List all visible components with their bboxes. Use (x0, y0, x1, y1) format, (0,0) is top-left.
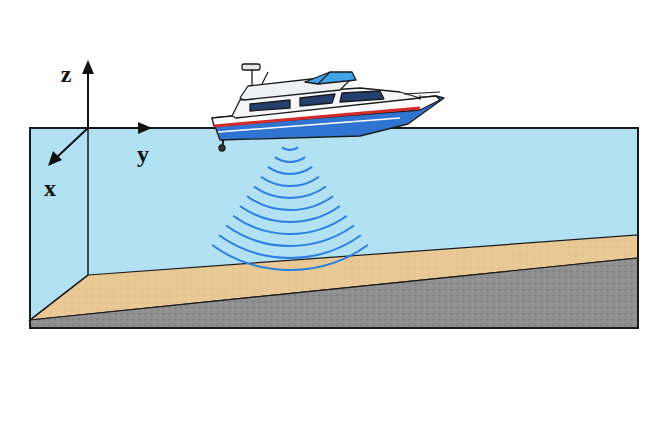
axis-label: y (137, 142, 149, 166)
sonar-arc (282, 147, 298, 150)
boat (212, 64, 444, 151)
sonar-arc (254, 186, 326, 198)
sonar-arc (261, 177, 319, 186)
sonar-arc (226, 226, 354, 246)
axes (48, 60, 152, 166)
tank-outline (30, 128, 638, 328)
sonar-arc (219, 235, 361, 258)
sonar-arc (240, 206, 340, 222)
sonar-arc (268, 167, 312, 174)
rock-layer (30, 258, 638, 328)
sonar-arc (233, 216, 347, 234)
back-edge (87, 128, 89, 275)
axis-label: z (61, 62, 72, 86)
sonar-waves (212, 147, 368, 270)
sonar-arc (275, 157, 305, 162)
side-edge (30, 275, 88, 320)
sonar-arc (212, 245, 368, 270)
axis-label: x (44, 176, 56, 200)
sonar-arc (247, 196, 333, 210)
water (30, 128, 638, 328)
